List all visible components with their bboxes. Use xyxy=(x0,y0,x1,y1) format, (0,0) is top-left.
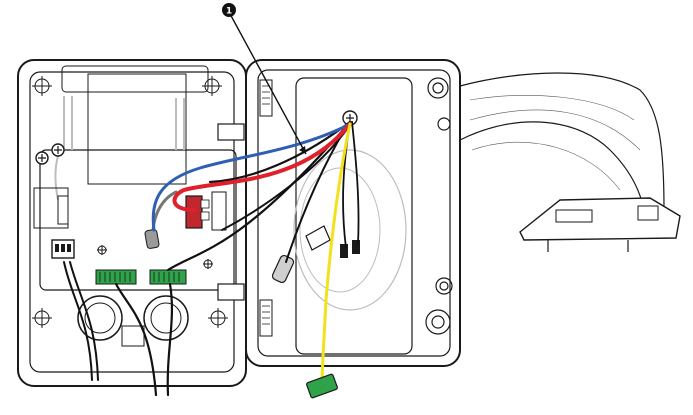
small-connector-1 xyxy=(340,244,348,258)
callout-leader-line xyxy=(228,11,307,155)
cable-gland-left xyxy=(77,295,123,341)
hinge-bottom xyxy=(217,283,245,301)
terminal-block-icon xyxy=(306,373,338,399)
green-terminal-block-2 xyxy=(149,269,187,285)
wire-black-6 xyxy=(208,120,352,184)
terminal-block-icon xyxy=(95,269,187,285)
left-top-rib xyxy=(61,65,209,93)
lid-gasket xyxy=(295,77,413,355)
right-enclosure-outer xyxy=(245,59,461,367)
wire-red xyxy=(172,122,352,212)
left-enclosure xyxy=(17,59,247,387)
wire-blue xyxy=(151,122,352,232)
callout-label: 1 xyxy=(226,7,232,17)
green-terminal-plug xyxy=(306,373,338,399)
screw-icon xyxy=(32,76,228,328)
lid-gray-outline xyxy=(293,149,407,311)
hinge-top xyxy=(217,123,245,141)
wire-black-1 xyxy=(63,261,93,381)
gray-cable-bundle xyxy=(63,96,185,150)
wire-harness xyxy=(63,120,360,397)
left-upper-panel xyxy=(87,73,187,185)
ground-screw-icon xyxy=(35,143,65,165)
wire-black-4 xyxy=(166,282,174,397)
camera-mount-plate xyxy=(519,197,681,241)
circuit-board xyxy=(39,149,237,291)
callout-marker-icon xyxy=(222,3,236,17)
right-enclosure xyxy=(245,59,461,367)
left-enclosure-inner xyxy=(29,71,235,373)
wire-yellow xyxy=(320,122,352,386)
small-connector-2 xyxy=(352,240,360,254)
wire-black-5 xyxy=(166,120,352,272)
screw-icon xyxy=(425,77,453,335)
callout-1: 1 xyxy=(222,3,307,155)
camera-arm xyxy=(459,72,681,252)
wire-black-3 xyxy=(114,282,158,397)
cable-gland-right xyxy=(143,295,189,341)
wire-black-2 xyxy=(69,261,99,381)
